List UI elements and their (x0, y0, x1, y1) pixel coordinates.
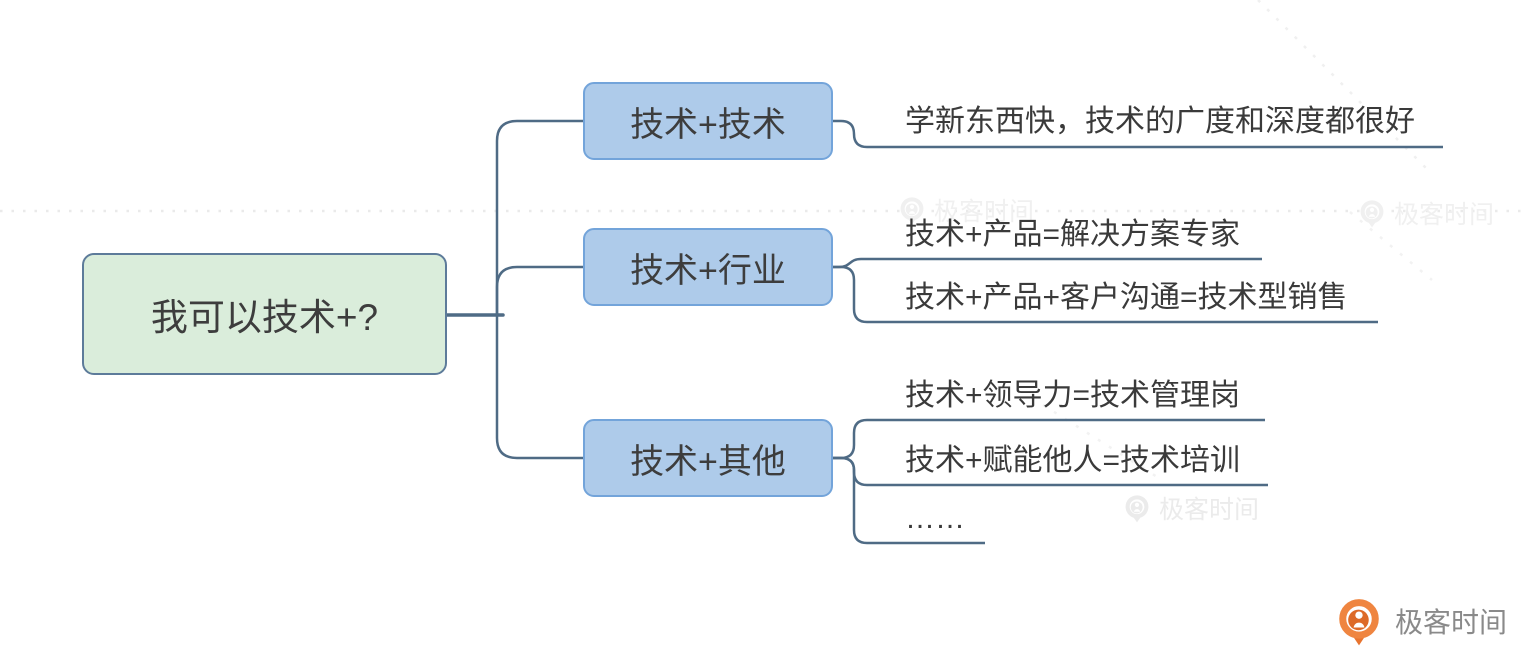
leaf-text[interactable]: 技术+领导力=技术管理岗 (905, 379, 1241, 412)
branch-node-label: 技术+行业 (630, 251, 786, 290)
branch-node-label: 技术+技术 (630, 105, 786, 144)
connector-leaf-3-3 (833, 456, 985, 545)
branch-node-label: 技术+其他 (630, 442, 786, 481)
diagonal-dashes-top-right (1257, 0, 1429, 171)
connector-branch-1 (495, 119, 583, 315)
connector-leaf-2-1 (833, 257, 1262, 269)
leaf-text[interactable]: 学新东西快，技术的广度和深度都很好 (905, 105, 1415, 138)
connector-leaf-1-1 (833, 119, 1443, 149)
connector-branch-2 (495, 265, 583, 315)
geektime-logo-icon (1339, 599, 1379, 646)
connector-branch-3 (495, 315, 583, 460)
diagonal-dashes-mid-right (1349, 211, 1433, 281)
leaf-text[interactable]: 技术+赋能他人=技术培训 (905, 444, 1241, 477)
root-node[interactable]: 我可以技术+? (82, 253, 447, 375)
brand-label: 极客时间 (1395, 607, 1508, 638)
branch-node-tech-plus-industry[interactable]: 技术+行业 (583, 228, 833, 306)
connector-leaf-3-1 (833, 418, 1265, 460)
leaf-text[interactable]: 技术+产品+客户沟通=技术型销售 (905, 281, 1348, 314)
connector-leaf-2-2 (833, 265, 1378, 324)
branch-node-tech-plus-other[interactable]: 技术+其他 (583, 419, 833, 497)
root-node-label: 我可以技术+? (150, 297, 379, 338)
geektime-brand: 极客时间 (1333, 595, 1507, 647)
leaf-text[interactable]: …… (905, 502, 965, 535)
branch-node-tech-plus-tech[interactable]: 技术+技术 (583, 82, 833, 160)
leaf-text[interactable]: 技术+产品=解决方案专家 (905, 218, 1241, 251)
